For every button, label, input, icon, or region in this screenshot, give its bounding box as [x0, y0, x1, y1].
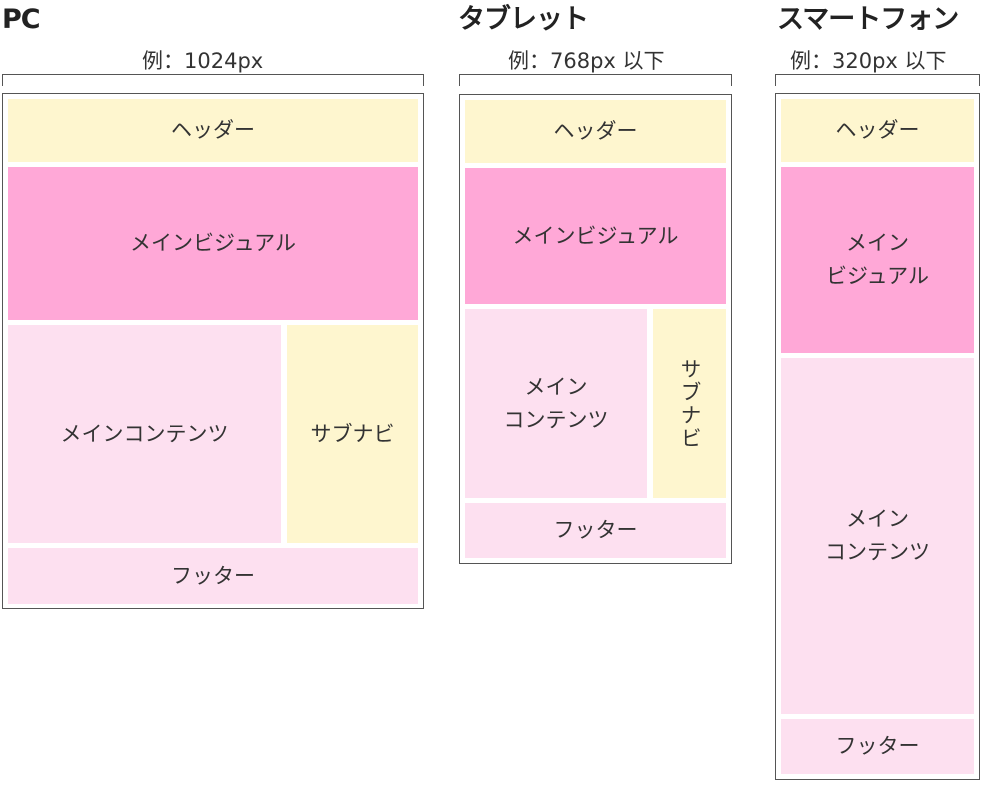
tablet-sub-nav-block: サブナビ — [653, 309, 726, 498]
tablet-main-content-block: メイン コンテンツ — [465, 309, 647, 498]
pc-header-block: ヘッダー — [8, 99, 418, 162]
tablet-footer-block: フッター — [465, 503, 726, 558]
pc-main-content-block: メインコンテンツ — [8, 325, 281, 543]
pc-layout-frame: ヘッダー メインビジュアル メインコンテンツ サブナビ フッター — [2, 93, 424, 609]
tablet-header-block: ヘッダー — [465, 100, 726, 163]
pc-size-label: 例：1024px — [142, 49, 264, 73]
pc-main-visual-block: メインビジュアル — [8, 167, 418, 320]
pc-footer-block: フッター — [8, 548, 418, 604]
tablet-size-label: 例：768px 以下 — [508, 49, 665, 73]
tablet-main-visual-block: メインビジュアル — [465, 168, 726, 304]
pc-title: PC — [2, 4, 41, 35]
smartphone-size-label: 例：320px 以下 — [790, 49, 947, 73]
smartphone-main-visual-block: メイン ビジュアル — [781, 167, 974, 353]
tablet-layout-frame: ヘッダー メインビジュアル メイン コンテンツ サブナビ フッター — [459, 94, 732, 564]
smartphone-layout-frame: ヘッダー メイン ビジュアル メイン コンテンツ フッター — [775, 93, 980, 780]
tablet-width-bracket — [459, 74, 732, 86]
pc-sub-nav-block: サブナビ — [287, 325, 418, 543]
smartphone-header-block: ヘッダー — [781, 99, 974, 162]
tablet-sub-nav-label: サブナビ — [678, 357, 702, 450]
smartphone-title: スマートフォン — [777, 4, 959, 35]
smartphone-width-bracket — [775, 74, 980, 86]
pc-width-bracket — [2, 74, 424, 86]
tablet-title: タブレット — [458, 4, 589, 35]
smartphone-footer-block: フッター — [781, 719, 974, 774]
smartphone-main-content-block: メイン コンテンツ — [781, 358, 974, 714]
